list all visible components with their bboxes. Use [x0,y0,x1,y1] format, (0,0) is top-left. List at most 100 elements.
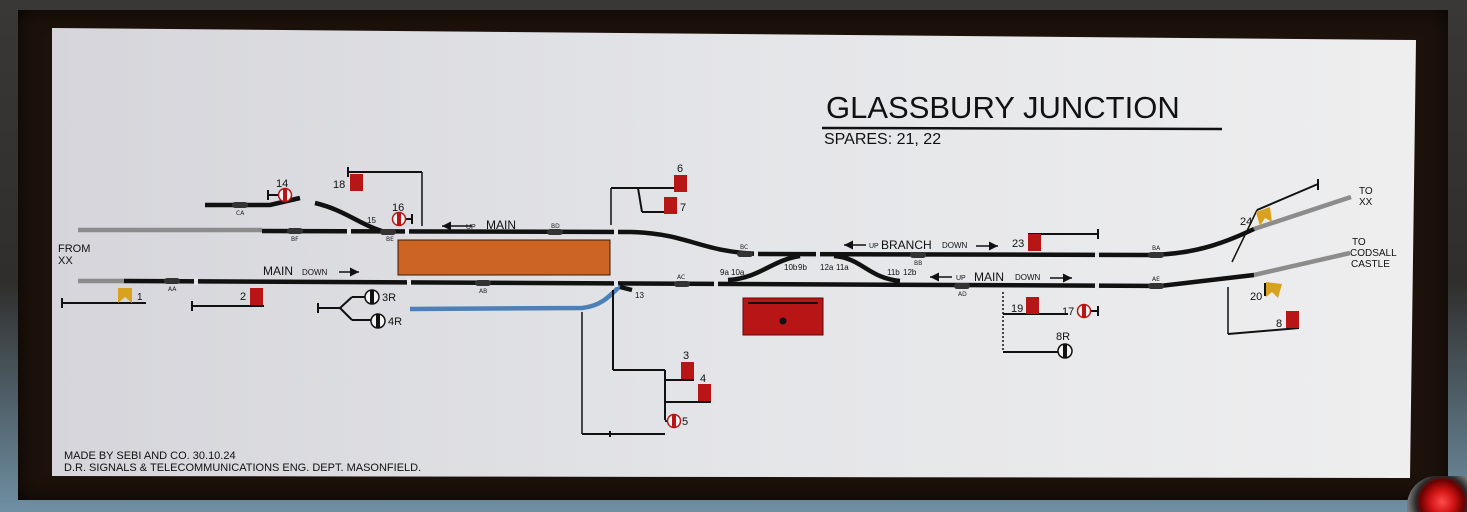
signal-19[interactable]: 19 [1002,292,1068,352]
red-indicator-lamp [1407,476,1467,512]
points: 9a 10a 10b 9b 12a 11a 11b 12b 13 15 [367,216,917,300]
svg-text:BF: BF [291,236,299,243]
to-xx-label-to: TO [1359,186,1373,197]
tc-ae: AE [1148,276,1164,289]
platform [397,239,611,276]
signal-box-building [742,297,824,336]
point-11b[interactable]: 11b [887,268,900,277]
signal-20[interactable]: 20 [1250,282,1282,303]
up-branch-suffix: DOWN [942,241,968,250]
signal-6[interactable]: 6 [674,163,687,192]
signal-8[interactable]: 8 [1227,287,1300,335]
point-11a[interactable]: 11a [836,263,849,272]
title-underline [821,126,1223,131]
svg-text:BD: BD [551,223,560,230]
up-main-right-prefix: UP [956,275,966,282]
tc-bc: BC [737,244,753,257]
svg-text:AA: AA [168,286,177,293]
signal-5[interactable]: 5 [665,413,688,429]
svg-text:CA: CA [236,210,245,217]
point-9b[interactable]: 9b [798,263,807,272]
svg-text:17: 17 [1062,306,1074,318]
main-down-left-suffix: DOWN [302,268,328,277]
svg-text:23: 23 [1012,238,1024,250]
track-up-main-branch [261,226,1255,258]
track-circuits: CA BF BE BD BC BB BA AA AB AC AD AE [164,202,1164,298]
svg-text:BA: BA [1152,245,1161,252]
spares-label: SPARES: 21, 22 [824,131,941,148]
crossover-9-10 [727,253,801,283]
svg-text:AB: AB [479,288,487,295]
tc-aa: AA [164,278,180,293]
up-main-right-label: MAIN [974,270,1004,284]
svg-text:BE: BE [386,236,394,243]
signal-24[interactable]: 24 [1231,179,1319,263]
signal-box-marker [779,317,787,325]
point-10b[interactable]: 10b [784,263,798,272]
signal-23[interactable]: 23 [1012,229,1099,251]
svg-text:3: 3 [683,350,689,362]
svg-text:AD: AD [958,291,967,298]
svg-text:6: 6 [677,163,683,175]
signal-1[interactable]: 1 [61,288,146,308]
svg-text:14: 14 [276,178,288,190]
track-blue-siding [409,284,622,312]
to-codsall-label-name: CODSALL [1350,248,1397,259]
svg-text:BC: BC [740,244,748,251]
point-12b[interactable]: 12b [903,268,917,277]
to-codsall-label-castle: CASTLE [1351,259,1390,270]
up-branch-prefix: UP [869,243,879,250]
ground-signal-3r[interactable]: 3R [364,289,396,305]
svg-text:8: 8 [1276,318,1282,330]
footer-dept: D.R. SIGNALS & TELECOMMUNICATIONS ENG. D… [64,462,421,474]
main-down-left-label: MAIN [263,264,293,278]
signal-2[interactable]: 2 [191,288,264,311]
up-main-top-prefix: UP [466,224,476,231]
point-10a[interactable]: 10a [731,268,745,277]
ground-signal-3r-4r-post [317,296,372,321]
svg-text:4: 4 [700,373,706,385]
tc-bb: BB [910,252,926,267]
svg-text:3R: 3R [382,292,396,304]
tc-ad: AD [954,283,970,298]
point-13[interactable]: 13 [635,291,644,300]
svg-text:5: 5 [682,416,688,428]
signal-7[interactable]: 7 [664,197,686,214]
tc-ba: BA [1148,245,1164,258]
ground-signal-8r[interactable]: 8R [1003,331,1073,359]
signal-18[interactable]: 18 [333,167,423,226]
point-9a[interactable]: 9a [720,268,729,277]
signal-4[interactable]: 4 [698,373,711,401]
footer-maker: MADE BY SEBI AND CO. 30.10.24 [64,450,236,462]
svg-text:BB: BB [914,260,922,267]
ground-signals: 3R 4R 8R [317,289,1073,359]
signal-tree-3-4-5 [581,290,711,437]
tc-bf: BF [287,228,303,243]
ground-signal-4r[interactable]: 4R [370,313,402,329]
point-15[interactable]: 15 [367,216,376,225]
svg-text:8R: 8R [1056,331,1070,343]
from-xx-label: XX [58,255,73,267]
tc-bd: BD [547,223,563,235]
svg-text:16: 16 [392,202,404,214]
svg-text:24: 24 [1240,216,1252,228]
to-codsall-label-to: TO [1352,237,1366,248]
signal-3[interactable]: 3 [681,350,694,379]
svg-text:AE: AE [1152,276,1160,283]
signal-14[interactable]: 14 [267,178,293,203]
tc-ab: AB [475,280,491,295]
signals: 1 2 3 [61,163,1319,437]
svg-text:20: 20 [1250,291,1262,303]
from-label: FROM [58,243,90,255]
crossover-11-12 [833,253,901,284]
tc-be: BE [380,229,396,243]
svg-text:2: 2 [240,291,246,303]
point-12a[interactable]: 12a [820,263,834,272]
signal-16[interactable]: 16 [391,202,413,227]
destinations: FROM XX TO XX TO CODSALL CASTLE [58,186,1397,270]
line-labels: UP MAIN MAIN DOWN UP BRANCH DOWN UP MAIN… [263,218,1072,284]
up-branch-label: BRANCH [881,238,932,252]
diagram-title: GLASSBURY JUNCTION [826,90,1180,125]
